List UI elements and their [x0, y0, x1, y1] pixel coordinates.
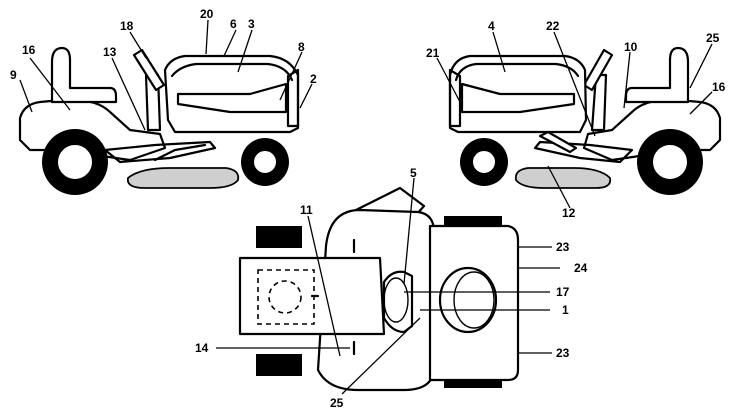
front-hub: [252, 149, 278, 175]
callout-11: 11: [300, 203, 313, 217]
right-rear-wheel: [256, 354, 302, 376]
callout-23-upper: 23: [556, 240, 570, 254]
callout-2: 2: [310, 72, 317, 86]
callout-4: 4: [488, 19, 495, 33]
mower-deck: [514, 167, 612, 189]
mower-deck: [126, 167, 240, 189]
callout-20: 20: [200, 7, 214, 21]
deck-lift: [153, 143, 207, 162]
frame: [103, 140, 217, 164]
callout-9: 9: [10, 68, 17, 82]
callout-6: 6: [230, 17, 237, 31]
callout-8: 8: [298, 40, 305, 54]
callout-3: 3: [248, 17, 255, 31]
callout-14: 14: [195, 341, 209, 355]
left-rear-wheel: [256, 226, 302, 248]
steering-column: [590, 73, 608, 132]
hood-top-panel: [170, 62, 294, 82]
callout-24: 24: [574, 261, 588, 275]
steering-wheel: [132, 48, 166, 92]
rear-hub: [651, 143, 689, 181]
steering-wheel-top: [438, 266, 498, 334]
callout-21: 21: [426, 46, 440, 60]
right-side-view: [448, 46, 722, 195]
deck-lift-lever: [538, 130, 578, 154]
front-hub: [471, 149, 497, 175]
hood-side-panel: [176, 82, 288, 114]
callout-25-upper: 25: [706, 31, 720, 45]
callout-23-lower: 23: [556, 346, 570, 360]
steering-wheel: [582, 48, 614, 92]
dash-ellipse: [383, 277, 409, 323]
callout-18: 18: [120, 19, 134, 33]
frame: [533, 140, 634, 164]
callout-12: 12: [562, 206, 576, 220]
rear-hub: [56, 143, 94, 181]
top-view: [238, 186, 520, 392]
grille: [286, 68, 300, 128]
seat: [50, 46, 118, 104]
seat: [624, 46, 690, 104]
callout-22: 22: [546, 19, 560, 33]
callout-1: 1: [562, 303, 569, 317]
callout-10: 10: [624, 40, 638, 54]
callout-13: 13: [103, 45, 117, 59]
callout-5: 5: [410, 166, 417, 180]
callout-16-left: 16: [22, 43, 36, 57]
left-side-view: [18, 46, 300, 195]
callout-25-lower: 25: [330, 396, 344, 410]
right-front-wheel: [444, 378, 502, 388]
callout-labels: 9 16 13 18 20 6 3 8 2 4 21 22 10 25 16 1…: [10, 7, 726, 410]
callout-17: 17: [556, 285, 570, 299]
engine-cap: [268, 280, 302, 314]
callout-16-right: 16: [712, 80, 726, 94]
hood-top-panel: [454, 62, 580, 82]
hood-side-panel: [460, 82, 576, 114]
steering-wheel-rim: [453, 271, 495, 329]
grille: [448, 68, 462, 128]
leader-lines: [19, 19, 713, 395]
left-front-wheel: [444, 216, 502, 226]
